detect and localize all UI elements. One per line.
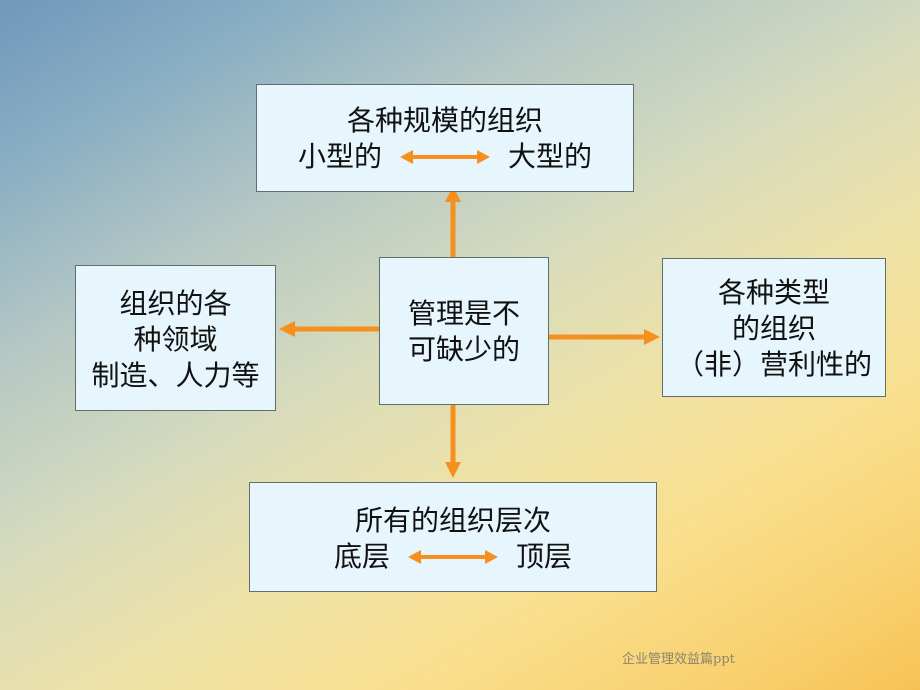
scale-title: 各种规模的组织 (346, 104, 543, 137)
types-box: 各种类型 的组织 （非）营利性的 (662, 258, 886, 397)
scale-small-label: 小型的 (297, 140, 382, 173)
levels-top-label: 顶层 (516, 540, 573, 573)
arrow-up-head (445, 186, 461, 202)
levels-box: 所有的组织层次 底层 顶层 (249, 482, 657, 592)
domains-box: 组织的各 种领域 制造、人力等 (75, 265, 276, 411)
center-box: 管理是不 可缺少的 (379, 257, 549, 405)
center-line-1: 管理是不 (407, 297, 520, 330)
center-line-2: 可缺少的 (407, 333, 520, 366)
domains-line-2: 种领域 (133, 323, 218, 356)
levels-title: 所有的组织层次 (354, 504, 551, 537)
domains-line-3: 制造、人力等 (91, 359, 260, 392)
arrow-right-head (644, 329, 660, 345)
arrow-down-head (445, 462, 461, 478)
double-arrow-icon (400, 150, 490, 164)
types-line-3: （非）营利性的 (675, 348, 872, 381)
domains-line-1: 组织的各 (119, 287, 232, 320)
types-line-1: 各种类型 (717, 276, 830, 309)
scale-box: 各种规模的组织 小型的 大型的 (256, 84, 634, 192)
types-line-2: 的组织 (731, 312, 816, 345)
double-arrow-icon (408, 550, 498, 564)
arrow-left-head (279, 321, 295, 337)
footer-caption: 企业管理效益篇ppt (622, 652, 735, 667)
levels-bottom-label: 底层 (333, 540, 390, 573)
scale-large-label: 大型的 (508, 140, 593, 173)
